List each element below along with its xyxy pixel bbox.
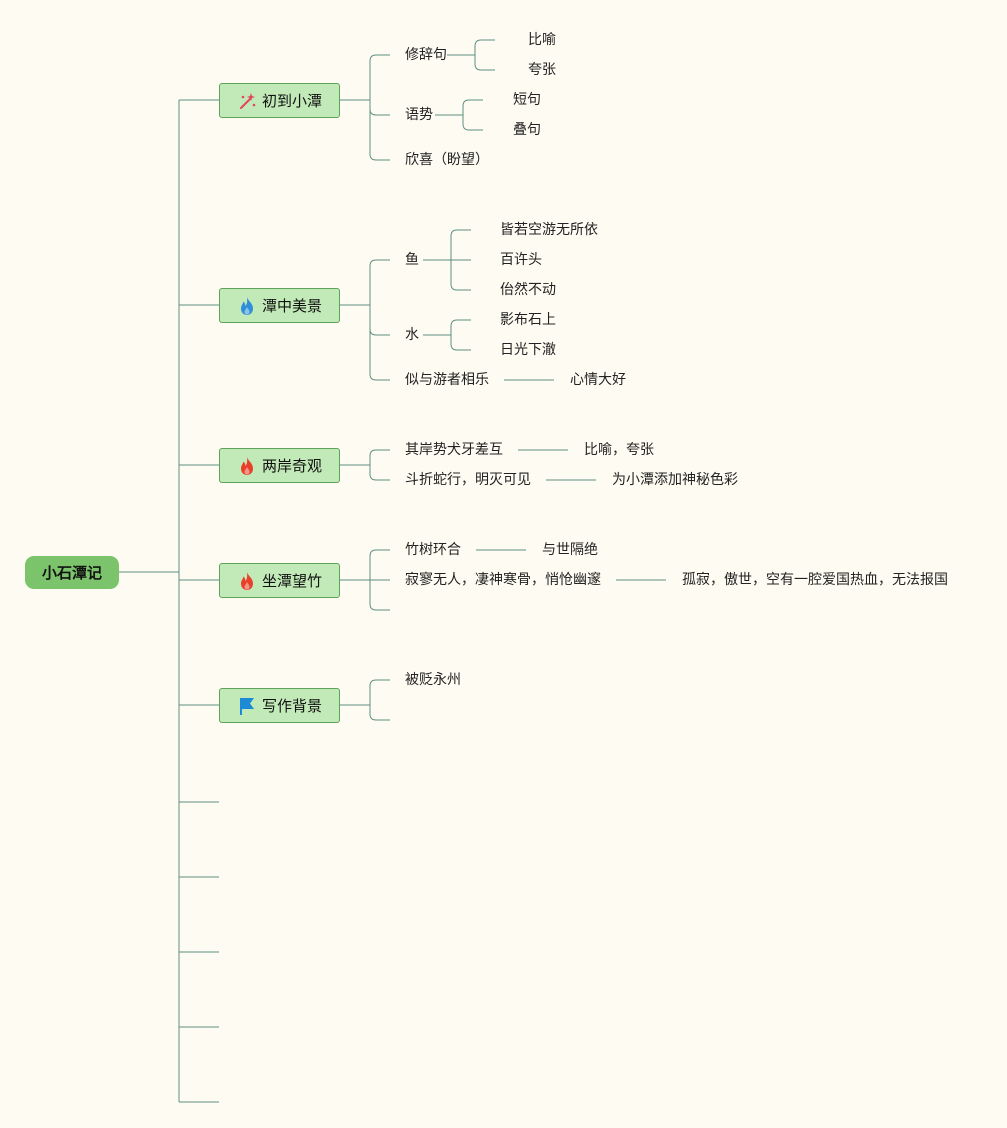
branch-label: 潭中美景 <box>261 297 322 315</box>
flag-icon <box>237 696 257 716</box>
leaf-connector <box>474 39 495 55</box>
flame-icon <box>237 456 257 476</box>
child-connector <box>369 305 390 336</box>
child-label[interactable]: 被贬永州 <box>405 672 461 688</box>
leaf-label[interactable]: 比喻 <box>528 32 556 48</box>
leaf-connector <box>450 319 471 335</box>
child-connector <box>369 100 390 116</box>
child-label[interactable]: 鱼 <box>405 252 419 268</box>
leaf-label[interactable]: 皆若空游无所依 <box>500 222 598 238</box>
leaf-label[interactable]: 日光下澈 <box>500 342 556 358</box>
magic-wand-icon <box>237 91 257 111</box>
leaf-label[interactable]: 百许头 <box>500 252 542 268</box>
child-connector <box>369 305 390 381</box>
leaf-connector <box>462 99 483 115</box>
leaf-connector <box>450 335 471 351</box>
child-label[interactable]: 竹树环合 <box>405 542 461 558</box>
leaf-label[interactable]: 为小潭添加神秘色彩 <box>612 472 738 488</box>
flame-icon <box>237 296 257 316</box>
branch-label: 两岸奇观 <box>261 457 322 475</box>
child-connector <box>369 54 390 100</box>
branch-node[interactable]: 坐潭望竹 <box>219 563 340 598</box>
branch-label: 坐潭望竹 <box>261 572 322 590</box>
child-label[interactable]: 欣喜（盼望） <box>405 152 489 168</box>
child-connector <box>369 705 390 721</box>
leaf-connector <box>450 229 471 260</box>
branch-node[interactable]: 初到小潭 <box>219 83 340 118</box>
child-connector <box>369 549 390 580</box>
child-label[interactable]: 其岸势犬牙差互 <box>405 442 503 458</box>
child-connector <box>369 679 390 705</box>
leaf-label[interactable]: 影布石上 <box>500 312 556 328</box>
child-label[interactable]: 修辞句 <box>405 47 447 63</box>
child-connector <box>369 465 390 481</box>
flame-icon <box>237 571 257 591</box>
child-label[interactable]: 寂寥无人，凄神寒骨，悄怆幽邃 <box>405 572 601 588</box>
leaf-connector <box>474 55 495 71</box>
leaf-label[interactable]: 孤寂，傲世，空有一腔爱国热血，无法报国 <box>682 572 948 588</box>
leaf-label[interactable]: 夸张 <box>528 62 556 78</box>
branch-node[interactable]: 两岸奇观 <box>219 448 340 483</box>
leaf-label[interactable]: 比喻，夸张 <box>584 442 654 458</box>
child-connector <box>369 449 390 465</box>
child-label[interactable]: 似与游者相乐 <box>405 372 489 388</box>
leaf-label[interactable]: 与世隔绝 <box>542 542 598 558</box>
branch-label: 初到小潭 <box>261 92 322 110</box>
child-label[interactable]: 斗折蛇行，明灭可见 <box>405 472 531 488</box>
child-label[interactable]: 水 <box>405 327 419 343</box>
leaf-label[interactable]: 短句 <box>513 92 541 108</box>
leaf-label[interactable]: 佁然不动 <box>500 282 556 298</box>
branch-label: 写作背景 <box>261 697 322 715</box>
leaf-label[interactable]: 叠句 <box>513 122 541 138</box>
child-label[interactable]: 语势 <box>405 107 433 123</box>
branch-node[interactable]: 潭中美景 <box>219 288 340 323</box>
child-connector <box>369 259 390 305</box>
child-connector <box>369 100 390 161</box>
branch-node[interactable]: 写作背景 <box>219 688 340 723</box>
leaf-label[interactable]: 心情大好 <box>570 372 626 388</box>
leaf-connector <box>450 260 471 291</box>
leaf-connector <box>462 115 483 131</box>
child-connector <box>369 580 390 611</box>
root-node[interactable]: 小石潭记 <box>25 556 119 589</box>
